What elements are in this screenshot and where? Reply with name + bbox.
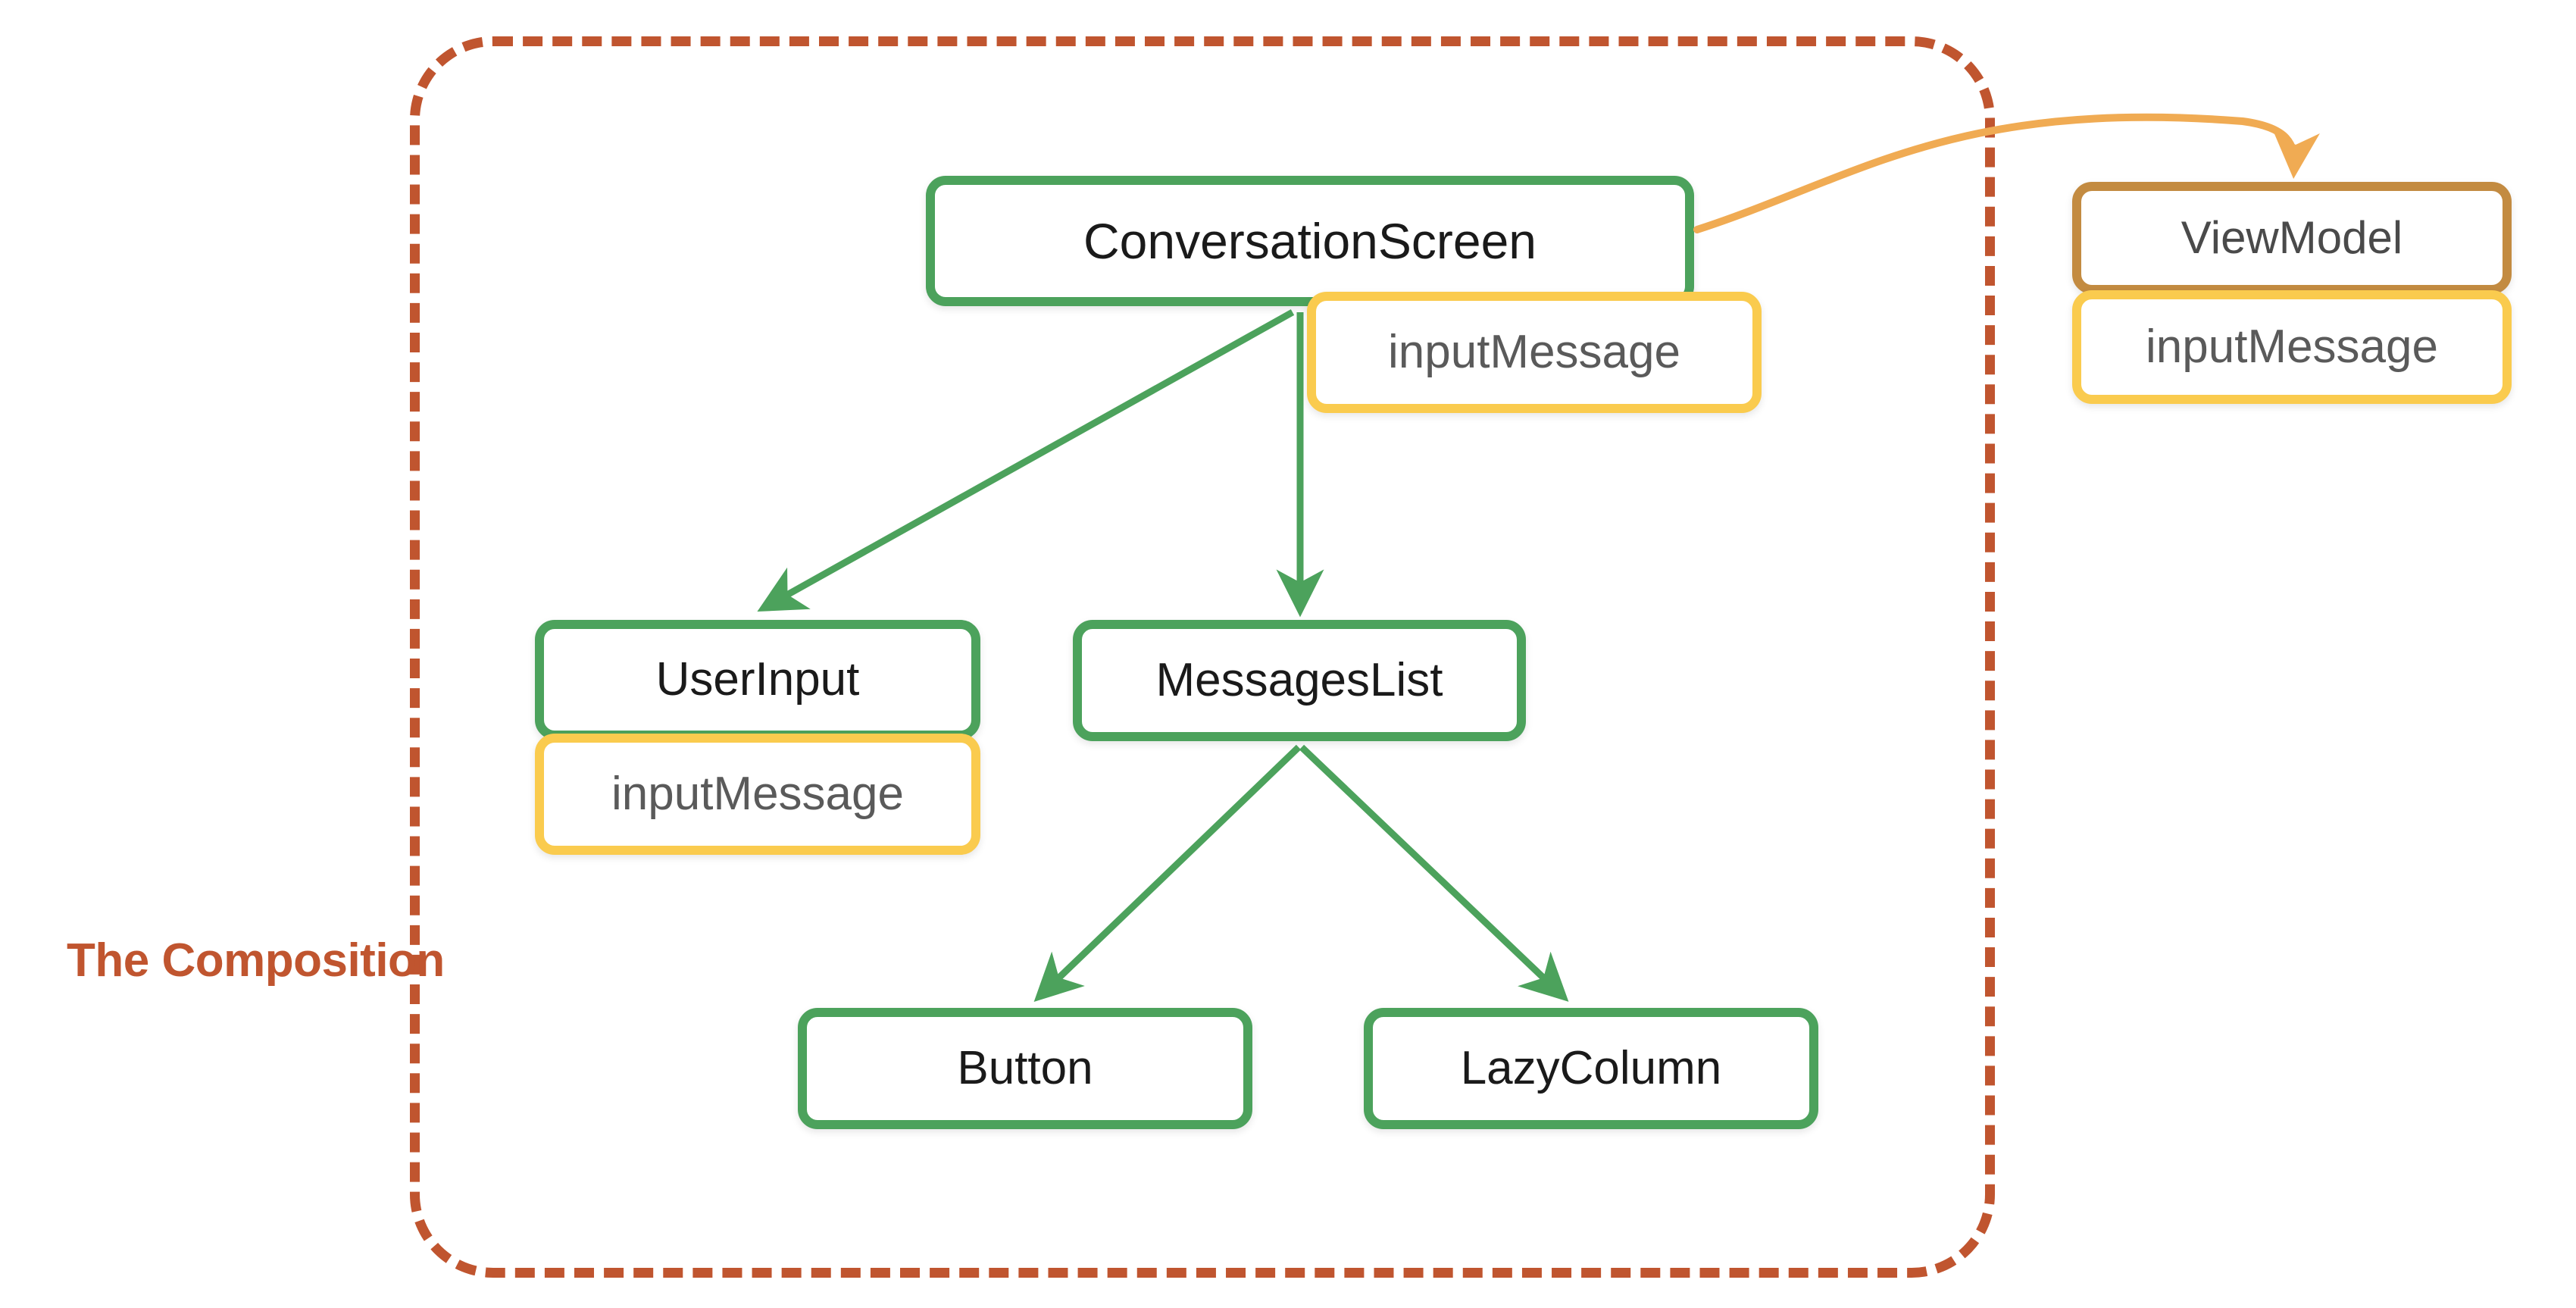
node-label: UserInput <box>655 653 860 706</box>
node-label: MessagesList <box>1155 654 1443 706</box>
composition-boundary-label: The Composition <box>67 934 445 987</box>
edge-conversationscreen-to-userinput <box>757 309 1295 612</box>
node-label: LazyColumn <box>1460 1042 1722 1094</box>
node-label: inputMessage <box>1387 326 1681 378</box>
node-messages-list[interactable]: MessagesList <box>1073 620 1526 741</box>
node-user-input[interactable]: UserInput <box>535 620 980 740</box>
node-label: inputMessage <box>2145 321 2439 373</box>
node-user-input-input-message-state[interactable]: inputMessage <box>535 734 980 855</box>
node-label: Button <box>957 1042 1093 1094</box>
edge-messageslist-to-lazycolumn <box>1299 744 1569 1002</box>
node-label: ConversationScreen <box>1083 213 1537 269</box>
node-conversation-screen-input-message-state[interactable]: inputMessage <box>1307 292 1762 413</box>
node-view-model[interactable]: ViewModel <box>2072 182 2512 294</box>
node-label: inputMessage <box>611 768 905 820</box>
node-view-model-input-message-state[interactable]: inputMessage <box>2072 290 2512 404</box>
edge-messageslist-to-button <box>1033 744 1302 1002</box>
node-button[interactable]: Button <box>798 1008 1252 1129</box>
node-label: ViewModel <box>2181 212 2403 263</box>
node-lazy-column[interactable]: LazyColumn <box>1364 1008 1818 1129</box>
node-conversation-screen[interactable]: ConversationScreen <box>926 176 1694 306</box>
